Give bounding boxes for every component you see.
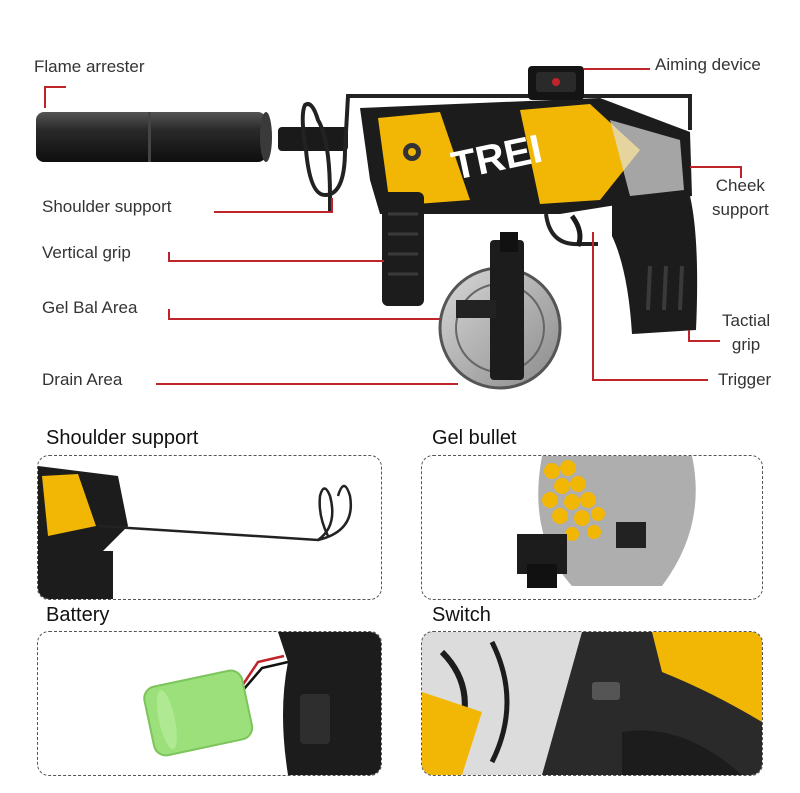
gel-ball-area-leader <box>168 318 440 320</box>
flame-arrester-part <box>36 112 272 162</box>
flame-arrester-leader <box>44 86 46 108</box>
aiming-device-part <box>528 66 584 100</box>
cheek-support-label: Cheek support <box>712 176 769 220</box>
battery-detail-image <box>143 632 381 775</box>
cheek-support-leader-v <box>740 166 742 178</box>
aiming-device-label: Aiming device <box>655 55 761 74</box>
cheek-support-leader <box>690 166 742 168</box>
panel-shoulder-support <box>37 455 382 600</box>
switch-detail-image <box>422 632 762 775</box>
flame-arrester-leader-h <box>44 86 66 88</box>
gel-ball-area-label: Gel Bal Area <box>42 298 138 317</box>
cheek-support-label-line1: Cheek <box>715 176 765 195</box>
shoulder-support-leader-v <box>331 198 333 213</box>
vertical-grip-leader-v <box>168 252 170 262</box>
panel-title-shoulder-support: Shoulder support <box>46 427 199 449</box>
panel-battery <box>37 631 382 776</box>
gel-ball-area-leader-v <box>168 309 170 319</box>
trigger-leader-h <box>592 379 708 381</box>
shoulder-support-leader <box>214 211 332 213</box>
trigger-leader-v <box>592 232 594 380</box>
panel-title-gel-bullet: Gel bullet <box>432 427 517 449</box>
tactial-grip-leader-v <box>688 330 690 342</box>
receiver-body: TREI <box>360 98 692 214</box>
gel-blaster-main-image: TREI <box>36 66 698 390</box>
tactial-grip-label-line1: Tactial <box>722 311 771 330</box>
tactial-grip-label-line2: grip <box>731 335 761 354</box>
panel-title-switch: Switch <box>432 604 491 626</box>
flame-arrester-label: Flame arrester <box>34 57 145 76</box>
tactical-grip-part <box>612 196 698 334</box>
tactial-grip-leader <box>688 340 720 342</box>
vertical-grip-label: Vertical grip <box>42 243 131 262</box>
panel-title-battery: Battery <box>46 604 110 626</box>
drain-area-label: Drain Area <box>42 370 123 389</box>
trigger-part <box>569 214 583 247</box>
tactial-grip-label: Tactial grip <box>722 311 770 355</box>
panel-switch <box>421 631 763 776</box>
vertical-grip-part <box>382 192 424 306</box>
trigger-label: Trigger <box>718 370 772 389</box>
cheek-support-label-line2: support <box>712 200 769 219</box>
gel-ball-drum-part <box>438 232 562 390</box>
aiming-device-leader <box>584 68 650 70</box>
drain-area-leader <box>156 383 458 385</box>
shoulder-support-detail-image <box>38 466 353 599</box>
main-product-illustration: TREI <box>36 66 698 390</box>
shoulder-support-wire <box>300 94 692 212</box>
gel-bullet-detail-image <box>517 456 696 588</box>
shoulder-support-label: Shoulder support <box>42 197 172 216</box>
panel-gel-bullet <box>421 455 763 600</box>
vertical-grip-leader <box>168 260 384 262</box>
